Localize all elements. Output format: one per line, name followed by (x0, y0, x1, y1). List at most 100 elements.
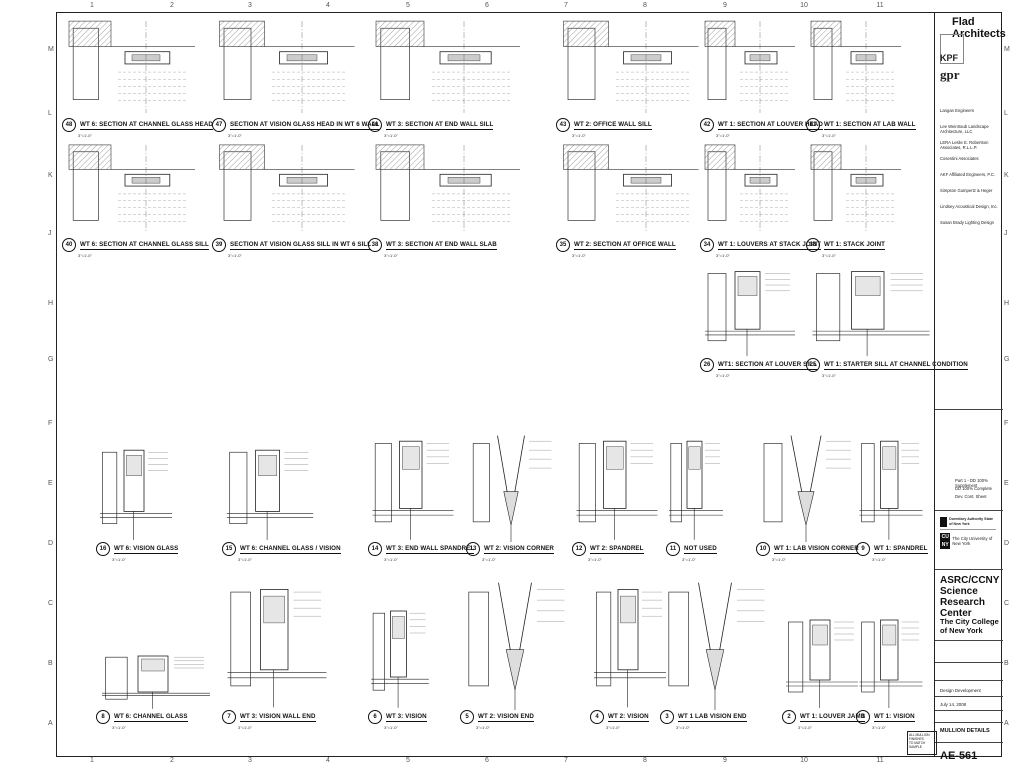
detail-number: 41 (806, 118, 820, 132)
detail-title: WT 6: SECTION AT CHANNEL GLASS HEAD (80, 120, 213, 130)
detail-title: WT 2: VISION CORNER (484, 544, 554, 554)
detail-number: 26 (700, 358, 714, 372)
detail-number: 48 (62, 118, 76, 132)
grid-row-C-l: C (48, 600, 54, 607)
detail-12-drawing (576, 440, 658, 540)
detail-number: 40 (62, 238, 76, 252)
detail-title: WT 3: SECTION AT END WALL SILL (386, 120, 494, 130)
detail-number: 13 (466, 542, 480, 556)
grid-row-G-l: G (48, 356, 54, 363)
detail-title: WT 1: STACK JOINT (824, 240, 886, 250)
meta-box-1 (940, 646, 941, 651)
grid-column-5-top: 5 (406, 2, 410, 9)
detail-title: WT 1: LOUVER JAMB (800, 712, 866, 722)
detail-title: WT 1: VISION (874, 712, 915, 722)
detail-title: WT 2: SECTION AT OFFICE WALL (574, 240, 676, 250)
detail-scale: 3"=1'-0" (384, 133, 398, 138)
detail-41: 41 WT 1: SECTION AT LAB WALL 3"=1'-0" (806, 16, 916, 138)
detail-scale: 3"=1'-0" (384, 725, 398, 730)
detail-10-drawing (763, 435, 851, 542)
detail-title: SECTION AT VISION GLASS SILL IN WT 6 SIL… (230, 240, 372, 250)
detail-number: 5 (460, 710, 474, 724)
revision-1: DD 100% Complete (955, 486, 993, 491)
detail-39-drawing (219, 144, 355, 234)
detail-scale: 3"=1'-0" (606, 725, 620, 730)
firm-name: Flad Architects (952, 16, 1006, 40)
consultant-4: AKF Affiliated Engineers, P.C. (940, 172, 996, 177)
finish-legend: ALL MULLION FINISHES TO MATCH SAMPLE (907, 731, 937, 755)
detail-title: WT 6: CHANNEL GLASS (114, 712, 188, 722)
detail-title: WT 1 LAB VISION END (678, 712, 747, 722)
detail-scale: 3"=1'-0" (716, 253, 730, 258)
grid-row-B-l: B (48, 660, 53, 667)
grid-column-1-top: 1 (90, 2, 94, 9)
project-owner: The City College of New York (940, 617, 999, 635)
consultant-6: Lindsey Acoustical Design, Inc. (940, 204, 998, 209)
detail-5-drawing (468, 582, 565, 710)
detail-scale: 3"=1'-0" (112, 557, 126, 562)
detail-number: 35 (556, 238, 570, 252)
detail-number: 9 (856, 542, 870, 556)
detail-title: WT 1: SECTION AT LAB WALL (824, 120, 916, 130)
authority-name: Dormitory Authority State of New York (949, 517, 993, 526)
detail-title: WT 1: SPANDREL (874, 544, 928, 554)
detail-title: WT 6: VISION GLASS (114, 544, 179, 554)
grid-row-C-r: C (1004, 600, 1010, 607)
detail-scale: 3"=1'-0" (772, 557, 786, 562)
detail-scale: 3"=1'-0" (588, 557, 602, 562)
detail-14-drawing (372, 440, 454, 540)
detail-11-drawing (669, 440, 723, 540)
detail-title: WT 6: CHANNEL GLASS / VISION (240, 544, 341, 554)
detail-42-drawing (704, 20, 795, 113)
grid-column-3-top: 3 (248, 2, 252, 9)
detail-13-drawing (472, 435, 552, 542)
grid-column-8-bot: 8 (643, 757, 647, 764)
detail-number: 10 (756, 542, 770, 556)
grid-row-H-l: H (48, 300, 54, 307)
detail-number: 7 (222, 710, 236, 724)
grid-row-J-l: J (48, 230, 52, 237)
detail-16-drawing (100, 449, 172, 540)
detail-number: 1 (856, 710, 870, 724)
detail-scale: 3"=1'-0" (872, 557, 886, 562)
detail-scale: 3"=1'-0" (228, 253, 242, 258)
detail-41-drawing (810, 20, 901, 113)
grid-row-K-l: K (48, 172, 53, 179)
grid-row-K-r: K (1004, 172, 1009, 179)
grid-row-L-l: L (48, 110, 52, 117)
detail-35-drawing (563, 144, 699, 234)
grid-column-1-bot: 1 (90, 757, 94, 764)
detail-scale: 3"=1'-0" (238, 725, 252, 730)
detail-scale: 3"=1'-0" (822, 133, 836, 138)
grid-row-L-r: L (1004, 110, 1008, 117)
detail-scale: 3"=1'-0" (682, 557, 696, 562)
grid-column-8-top: 8 (643, 2, 647, 9)
